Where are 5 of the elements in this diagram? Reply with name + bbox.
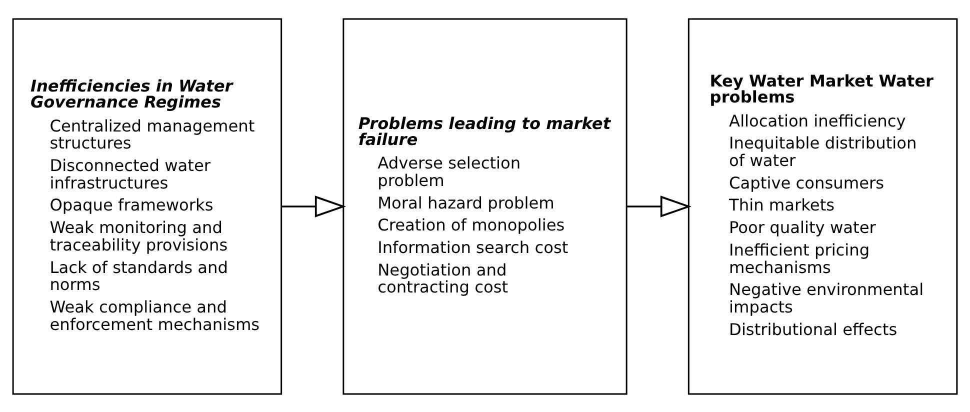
node-box: Problems leading to market failure Adverse selection problem Moral hazard problem Creation of monopolies Information search cost Negotiation and contracting cost: [342, 18, 628, 394]
arrow: [627, 195, 692, 217]
arrow: [281, 195, 346, 217]
node-box: Inefficiencies in Water Governance Regimes Centralized management structures Disconnected water infrastructures Opaque frameworks Weak monitoring and traceability provisions Lack of standards and norms Weak compliance and enforcement mechanisms: [12, 18, 282, 394]
node-box: Key Water Market Water problems Allocation inefficiency Inequitable distribution of water Captive consumers Thin markets Poor quality water Inefficient pricing mechanisms Negative environmental impacts Distributional effects: [688, 18, 958, 394]
